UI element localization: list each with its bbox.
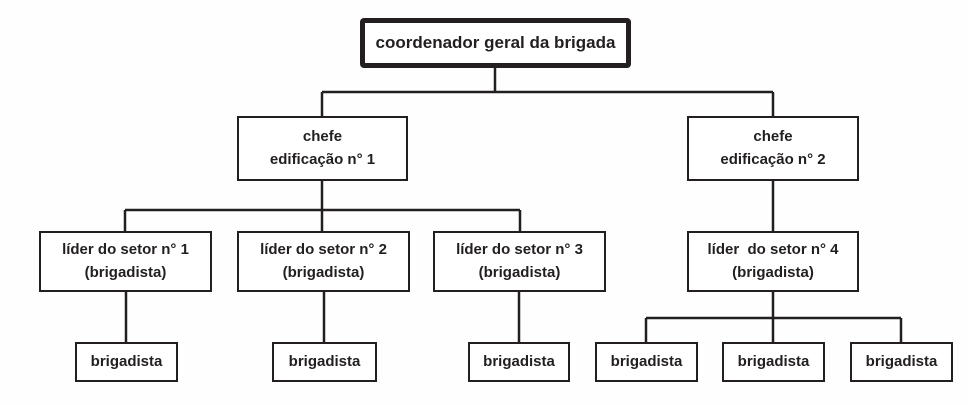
node-coordenador-geral-da-brigada: coordenador geral da brigada — [360, 18, 631, 68]
node-lider-setor-4: líder do setor n° 4 (brigadista) — [687, 231, 859, 292]
node-brigadista-4: brigadista — [595, 342, 698, 382]
node-brigadista-5: brigadista — [722, 342, 825, 382]
node-brigadista-3: brigadista — [468, 342, 570, 382]
node-brigadista-1: brigadista — [75, 342, 178, 382]
node-chefe-edificacao-2: chefe edificação n° 2 — [687, 116, 859, 181]
node-lider-setor-2: líder do setor n° 2 (brigadista) — [237, 231, 410, 292]
node-chefe-edificacao-1: chefe edificação n° 1 — [237, 116, 408, 181]
node-lider-setor-3: líder do setor n° 3 (brigadista) — [433, 231, 606, 292]
node-brigadista-6: brigadista — [850, 342, 953, 382]
node-lider-setor-1: líder do setor n° 1 (brigadista) — [39, 231, 212, 292]
node-brigadista-2: brigadista — [272, 342, 377, 382]
